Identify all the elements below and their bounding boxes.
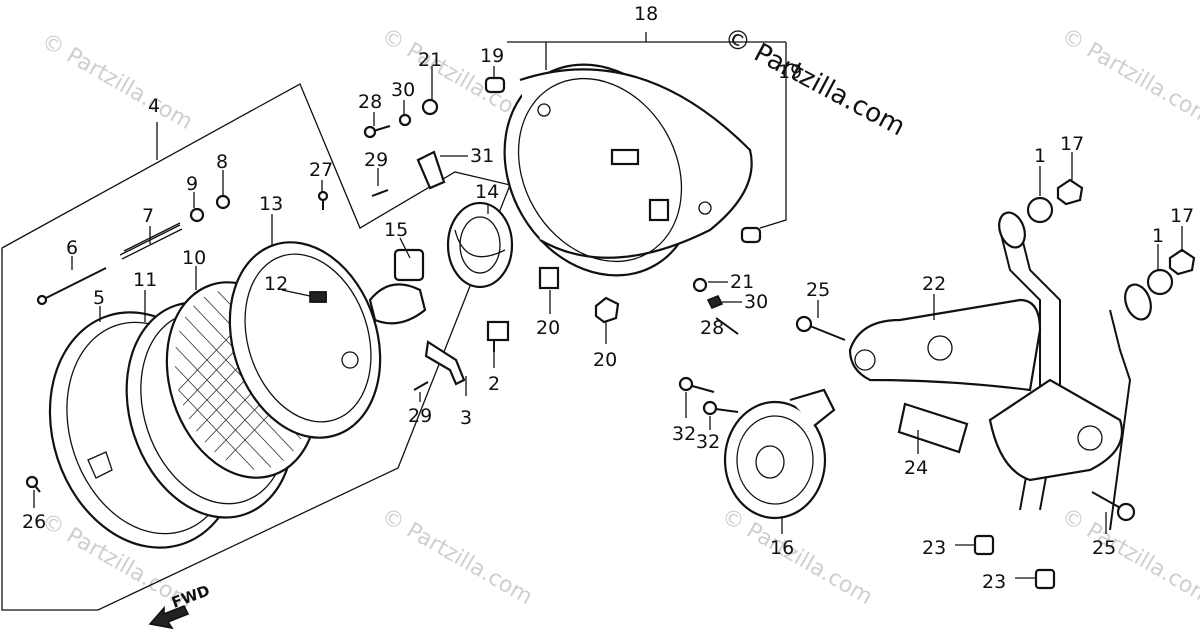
callout-10: 10 (182, 247, 206, 269)
callout-5: 5 (93, 287, 105, 309)
callout-19-top: 19 (480, 45, 504, 67)
callout-32-left: 32 (672, 423, 696, 445)
callout-21-right: 21 (730, 271, 754, 293)
callout-29-top: 29 (364, 149, 388, 171)
small-parts (25, 76, 1196, 590)
headlight-stays (848, 211, 1152, 531)
callout-32-right: 32 (696, 431, 720, 453)
callout-3: 3 (460, 407, 472, 429)
headlight-case (503, 63, 753, 277)
callout-1-bottom: 1 (1152, 225, 1164, 247)
callout-21-top: 21 (418, 49, 442, 71)
callout-20-right: 20 (593, 349, 617, 371)
horn (723, 388, 836, 520)
watermark: © Partzilla.com (37, 29, 197, 136)
callout-18: 18 (634, 3, 658, 25)
callouts: 4 8 9 7 6 10 11 5 13 12 27 28 30 21 29 3… (22, 3, 1194, 593)
callout-13: 13 (259, 193, 283, 215)
callout-11: 11 (133, 269, 157, 291)
watermark: © Partzilla.com (1057, 24, 1200, 131)
callout-26: 26 (22, 511, 46, 533)
callout-28-right: 28 (700, 317, 724, 339)
callout-8: 8 (216, 151, 228, 173)
callout-28-top: 28 (358, 91, 382, 113)
callout-24: 24 (904, 457, 928, 479)
callout-29-bottom: 29 (408, 405, 432, 427)
callout-2: 2 (488, 373, 500, 395)
callout-17-bottom: 17 (1170, 205, 1194, 227)
leader-lines (33, 66, 1183, 579)
callout-4: 4 (148, 95, 160, 117)
callout-9: 9 (186, 173, 198, 195)
callout-12: 12 (264, 273, 288, 295)
callout-7: 7 (142, 205, 154, 227)
watermark: © Partzilla.com (717, 504, 877, 611)
callout-15: 15 (384, 219, 408, 241)
callout-25-top: 25 (806, 279, 830, 301)
callout-19-right: 19 (778, 61, 802, 83)
callout-17-top: 17 (1060, 133, 1084, 155)
callout-22: 22 (922, 273, 946, 295)
callout-31: 31 (470, 145, 494, 167)
bulb-and-socket (368, 201, 514, 325)
callout-16: 16 (770, 537, 794, 559)
callout-25-bottom: 25 (1092, 537, 1116, 559)
callout-23-top: 23 (922, 537, 946, 559)
callout-14: 14 (475, 181, 499, 203)
callout-6: 6 (66, 237, 78, 259)
callout-1-top: 1 (1034, 145, 1046, 167)
callout-23-bottom: 23 (982, 571, 1006, 593)
callout-30-right: 30 (744, 291, 768, 313)
callout-20-left: 20 (536, 317, 560, 339)
callout-30-top: 30 (391, 79, 415, 101)
watermark: © Partzilla.com (377, 504, 537, 611)
callout-27: 27 (309, 159, 333, 181)
watermark-dark: © Partzilla.com (719, 22, 910, 143)
